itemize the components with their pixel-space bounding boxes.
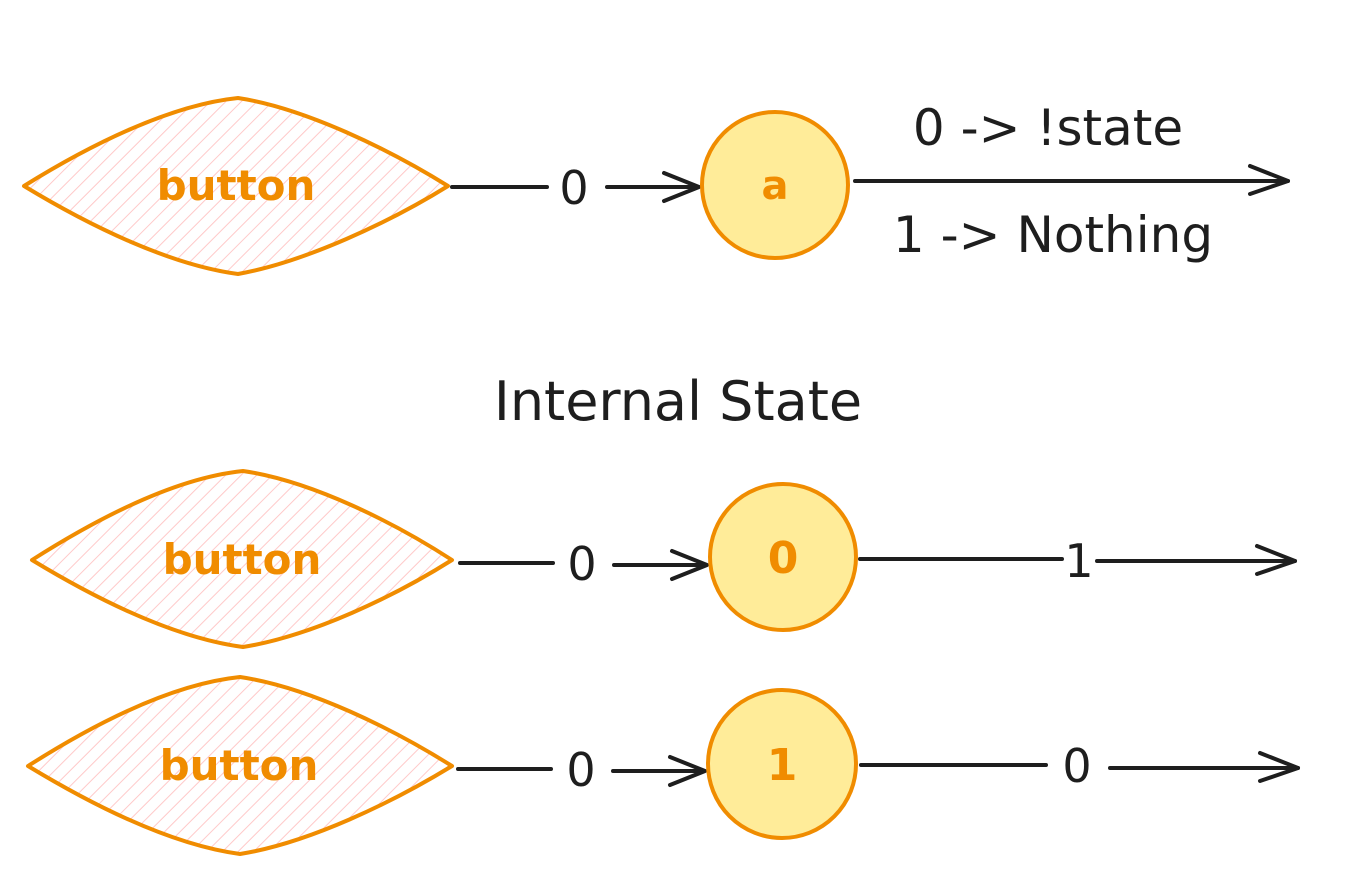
input-edge-arrowhead bbox=[662, 171, 701, 203]
state-row-one: button 0 1 0 bbox=[26, 675, 1300, 856]
state-node-one bbox=[706, 688, 858, 840]
input-edge-arrowhead bbox=[670, 549, 709, 581]
state-row-zero: button 0 0 1 bbox=[30, 469, 1297, 649]
section-title: Internal State bbox=[494, 370, 862, 433]
output-edge-arrowhead bbox=[1255, 544, 1297, 576]
output-edge-label: 0 bbox=[1062, 739, 1091, 793]
button-label: button bbox=[157, 161, 316, 210]
input-edge-label: 0 bbox=[566, 743, 595, 797]
output-edge-label: 1 bbox=[1064, 534, 1093, 588]
state-node-a-label: a bbox=[762, 163, 789, 209]
state-node-zero bbox=[708, 482, 858, 632]
state-node-a bbox=[700, 110, 850, 260]
state-node-zero-label: 0 bbox=[768, 533, 799, 584]
output-edge-arrowhead bbox=[1258, 751, 1300, 783]
input-edge-label: 0 bbox=[559, 161, 588, 215]
button-diamond-shape bbox=[22, 96, 450, 276]
output-label-below: 1 -> Nothing bbox=[893, 206, 1213, 264]
output-edge-arrowhead bbox=[1248, 164, 1290, 196]
button-label: button bbox=[163, 535, 322, 584]
button-label: button bbox=[160, 741, 319, 790]
input-edge-arrowhead bbox=[668, 755, 707, 787]
top-row: button 0 a 0 -> !state 1 -> Nothing bbox=[22, 96, 1290, 276]
output-label-above: 0 -> !state bbox=[913, 99, 1183, 157]
input-edge-label: 0 bbox=[567, 537, 596, 591]
button-diamond-shape bbox=[30, 469, 454, 649]
button-diamond-shape bbox=[26, 675, 454, 856]
state-node-one-label: 1 bbox=[767, 740, 798, 791]
